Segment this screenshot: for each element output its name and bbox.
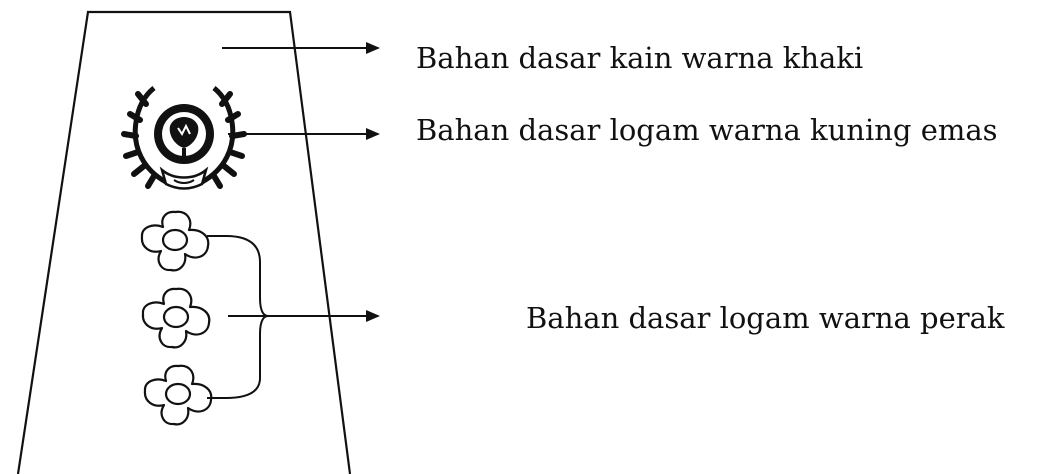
state-emblem-icon xyxy=(121,86,247,190)
flower-icon xyxy=(140,210,210,272)
label-emblem: Bahan dasar logam warna kuning emas xyxy=(416,113,998,147)
epaulette-outline xyxy=(16,10,352,474)
flower-icon xyxy=(143,364,213,426)
label-flowers: Bahan dasar logam warna perak xyxy=(526,301,1005,335)
label-fabric: Bahan dasar kain warna khaki xyxy=(416,41,864,75)
flower-icon xyxy=(141,287,211,349)
